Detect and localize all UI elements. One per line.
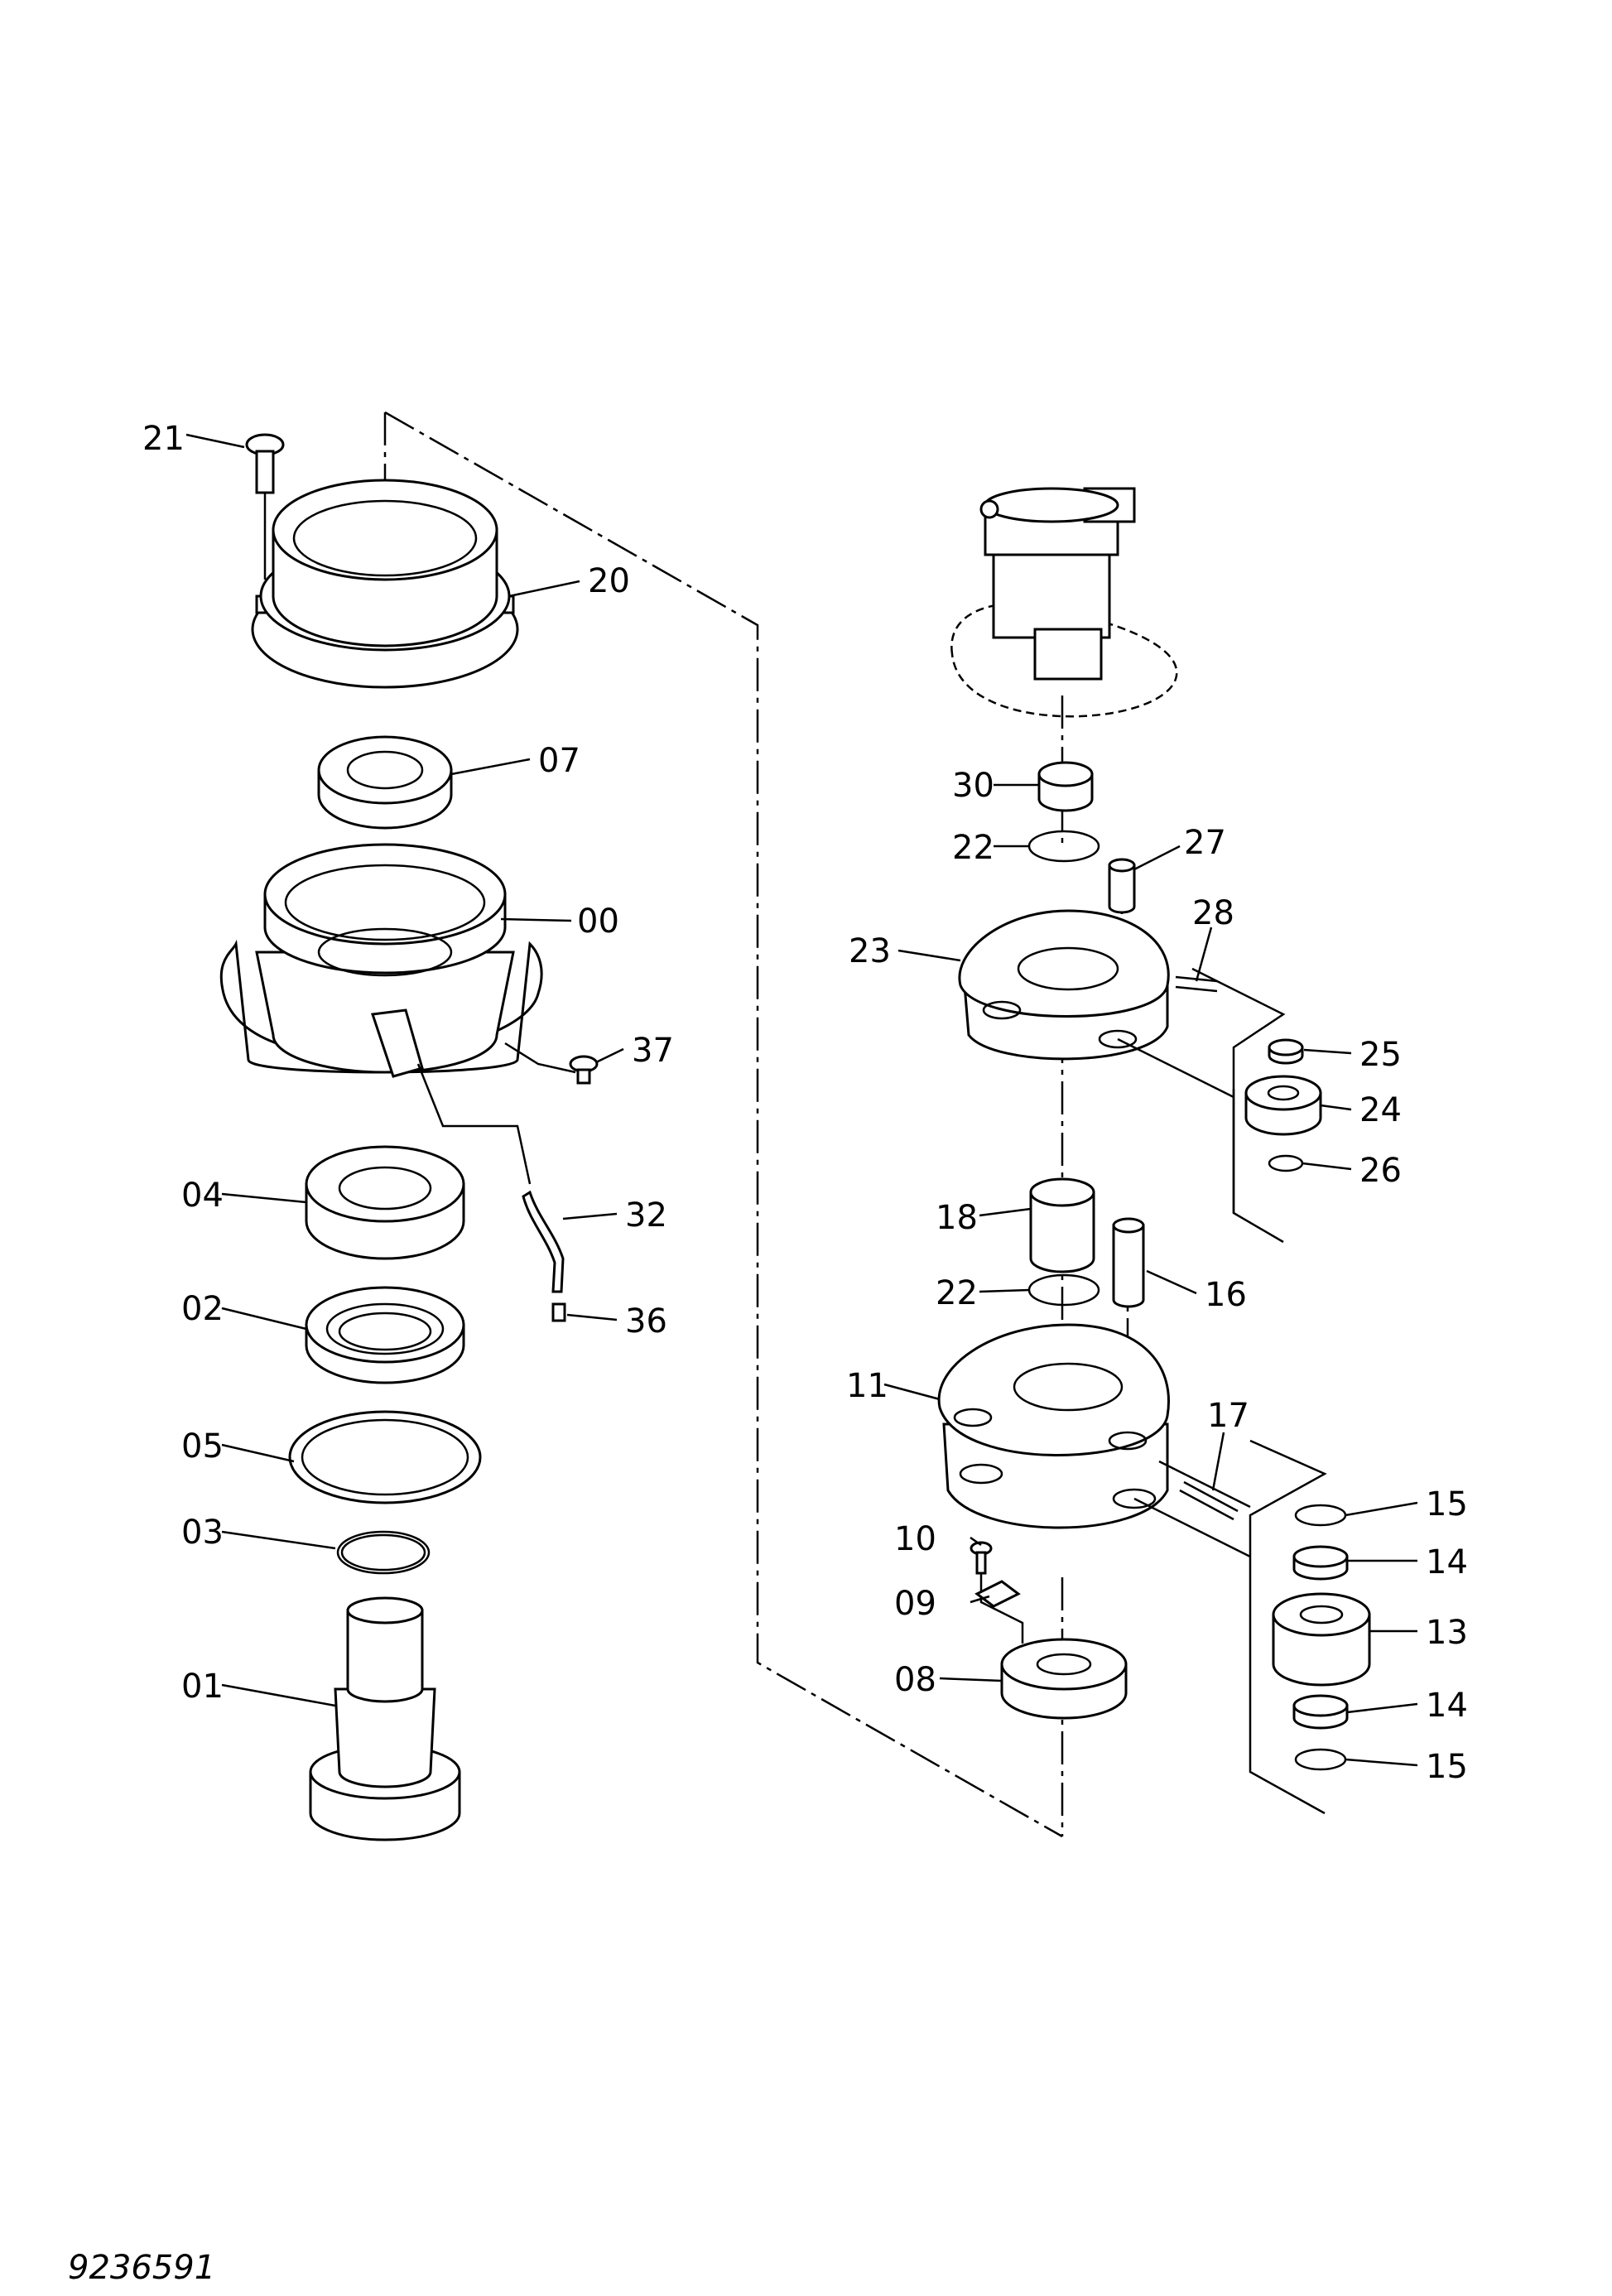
- callout-13: 13: [1426, 1614, 1468, 1652]
- part-32-hose: [416, 1063, 565, 1293]
- callout-26: 26: [1359, 1152, 1402, 1190]
- part-23-carrier: [958, 909, 1286, 1244]
- callout-24: 24: [1359, 1091, 1402, 1129]
- leader-lines: [185, 433, 1418, 1767]
- callout-01: 01: [181, 1668, 224, 1706]
- callout-labels: 21 20 07 00 37 04 32 02 36 05 03 01 30 2…: [142, 420, 1468, 1786]
- part-25-bearing: [1268, 1038, 1304, 1065]
- callout-10: 10: [894, 1520, 936, 1558]
- callout-17: 17: [1207, 1397, 1249, 1435]
- part-18-sun-gear: [1029, 1177, 1095, 1273]
- part-15-ring-lower: [1294, 1748, 1347, 1771]
- part-15-ring-upper: [1294, 1504, 1347, 1527]
- part-26-ring: [1268, 1154, 1304, 1172]
- part-22-o-ring-upper: [1027, 830, 1100, 863]
- diagram-id-label: 9236591: [68, 2249, 216, 2287]
- callout-14-upper: 14: [1426, 1543, 1468, 1581]
- callout-03: 03: [181, 1514, 224, 1552]
- callout-14-lower: 14: [1426, 1687, 1468, 1725]
- callout-15-lower: 15: [1426, 1748, 1468, 1786]
- callout-32: 32: [625, 1196, 667, 1235]
- part-13-planet-gear: [1272, 1592, 1371, 1687]
- part-05-ring: [288, 1410, 482, 1504]
- part-24-planet-gear: [1244, 1075, 1322, 1136]
- callout-30: 30: [952, 767, 994, 805]
- callout-22-upper: 22: [952, 829, 994, 867]
- part-swing-motor: [950, 487, 1178, 718]
- callout-20: 20: [588, 562, 630, 600]
- callout-09: 09: [894, 1585, 936, 1623]
- callout-05: 05: [181, 1427, 224, 1466]
- callout-37: 37: [632, 1032, 674, 1070]
- callout-07: 07: [538, 742, 580, 780]
- callout-04: 04: [181, 1177, 224, 1215]
- part-16-pin: [1112, 1217, 1145, 1308]
- callout-00: 00: [577, 903, 619, 941]
- part-09-lock-plate: [974, 1580, 1021, 1608]
- part-30-gear: [1037, 761, 1094, 812]
- part-02-seal: [305, 1286, 465, 1384]
- callout-16: 16: [1205, 1276, 1247, 1314]
- part-20-ring-housing: [251, 479, 519, 689]
- part-04-bearing: [305, 1145, 465, 1260]
- part-27-pin: [1108, 858, 1136, 914]
- callout-21: 21: [142, 420, 185, 458]
- callout-36: 36: [625, 1302, 667, 1341]
- callout-25: 25: [1359, 1036, 1402, 1074]
- part-36-nipple: [551, 1302, 566, 1322]
- part-00-main-housing: [219, 843, 543, 1078]
- part-10-bolt: [970, 1541, 1024, 1644]
- part-01-shaft: [309, 1596, 461, 1841]
- part-37-plug: [504, 1042, 599, 1085]
- part-22-o-ring-lower: [1027, 1273, 1100, 1307]
- callout-23: 23: [849, 932, 891, 970]
- callout-11: 11: [846, 1367, 888, 1405]
- planet-stack-bracket: [1249, 1439, 1327, 1815]
- callout-08: 08: [894, 1661, 936, 1699]
- callout-15-upper: 15: [1426, 1485, 1468, 1523]
- part-21-bolt: [245, 433, 285, 580]
- part-03-o-ring: [336, 1530, 431, 1575]
- callout-28: 28: [1192, 894, 1234, 932]
- part-14-bearing-lower: [1292, 1694, 1349, 1730]
- callout-27: 27: [1184, 824, 1226, 862]
- part-11-carrier: [937, 1323, 1251, 1558]
- callout-02: 02: [181, 1290, 224, 1328]
- part-14-bearing-upper: [1292, 1545, 1349, 1581]
- callout-18: 18: [936, 1199, 978, 1237]
- part-08-thrust-plate: [1000, 1638, 1128, 1720]
- part-17-pin: [1179, 1480, 1239, 1521]
- part-07-bearing: [317, 735, 453, 830]
- callout-22-lower: 22: [936, 1274, 978, 1312]
